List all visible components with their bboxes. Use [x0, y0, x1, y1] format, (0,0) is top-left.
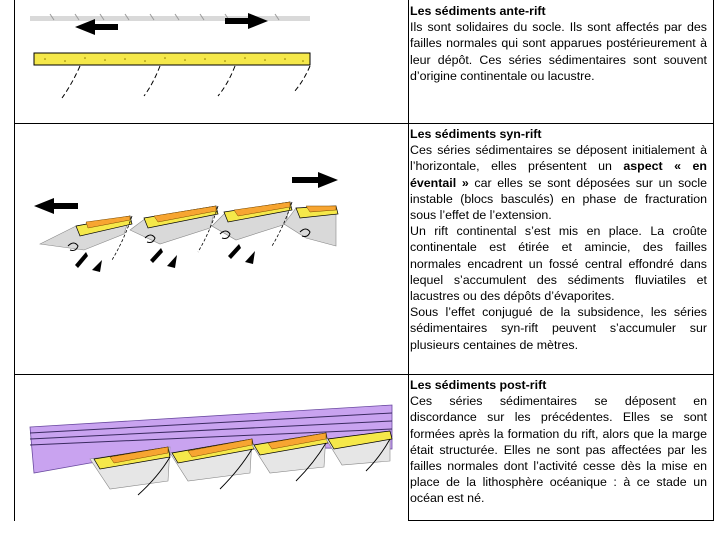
table-right-border — [713, 0, 714, 521]
ante-rift-diagram — [30, 13, 311, 99]
post-rift-faults — [137, 438, 391, 496]
ante-rift-layer — [33, 52, 311, 66]
table-bottom-border — [408, 520, 714, 521]
surface-strip — [30, 16, 310, 21]
post-rift-description: Les sédiments post-rift Ces séries sédim… — [410, 377, 707, 507]
table-left-border — [14, 0, 15, 521]
syn-rift-paragraph-2: Un rift continental s’est mis en place. … — [410, 224, 707, 304]
post-rift-paragraph: Ces séries sédimentaires se déposent en … — [410, 394, 707, 506]
sediment-dots — [44, 57, 304, 62]
syn-rift-faults — [111, 201, 293, 261]
post-rift-title: Les sédiments post-rift — [410, 378, 547, 392]
tilted-block-1 — [38, 215, 133, 251]
buried-tilted-blocks — [89, 430, 393, 490]
syn-rift-description: Les sédiments syn-rift Ces séries sédime… — [410, 126, 707, 353]
rotation-arrows — [67, 228, 311, 251]
tilted-block-3 — [211, 201, 293, 241]
row-divider-2 — [14, 374, 714, 375]
syn-rift-diagram — [34, 172, 339, 272]
syn-rift-p1-bold: aspect « en éventail » — [410, 159, 708, 190]
right-arrow-icon — [225, 13, 268, 29]
normal-faults — [61, 65, 311, 99]
post-rift-layering — [29, 412, 393, 446]
syn-rift-p1-after: car elles se sont déposées sur un socle … — [410, 175, 707, 223]
syn-rift-paragraph-3: Sous l’effet conjugué de la subsidence, … — [410, 305, 707, 352]
syn-rift-p1-before: Ces séries sédimentaires se déposent ini… — [410, 143, 707, 174]
right-arrow-icon — [292, 172, 338, 188]
tilted-block-4 — [283, 205, 339, 247]
tilted-block-2 — [129, 205, 219, 245]
syn-rift-title: Les sédiments syn-rift — [410, 127, 542, 141]
ante-rift-paragraph: Ils sont solidaires du socle. Ils sont a… — [410, 20, 707, 83]
fault-offset-arrows — [75, 244, 255, 272]
syn-rift-paragraph-1: Ces séries sédimentaires se déposent ini… — [410, 142, 707, 223]
rift-sediments-table — [14, 0, 714, 521]
row-divider-1 — [14, 123, 714, 124]
left-arrow-icon — [75, 19, 118, 35]
post-rift-diagram — [29, 404, 393, 496]
ante-rift-title: Les sédiments ante-rift — [410, 4, 546, 18]
left-arrow-icon — [34, 198, 78, 214]
table-column-divider — [408, 0, 409, 521]
ante-rift-description: Les sédiments ante-rift Ils sont solidai… — [410, 3, 707, 84]
tilted-blocks — [38, 201, 339, 251]
